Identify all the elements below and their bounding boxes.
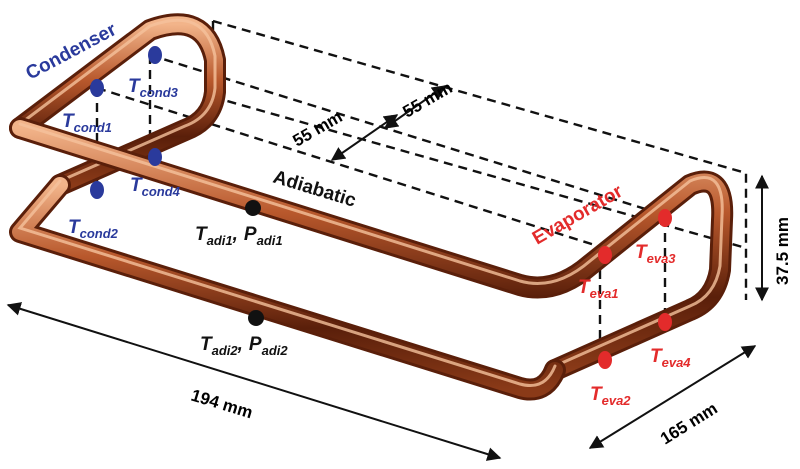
sensor-label-eva1: Teva1 <box>578 277 619 301</box>
sensor-dot-cond4 <box>148 148 162 166</box>
sensor-dot-adi2 <box>248 310 264 326</box>
sensor-label-adi2: Tadi2,Padi2 <box>200 334 288 358</box>
sensor-label-adi1: Tadi1,Padi1 <box>195 224 283 248</box>
sensor-label-cond3: Tcond3 <box>128 76 179 100</box>
sensor-dot-cond1 <box>90 79 104 97</box>
condenser-sensors: Tcond1 Tcond2 Tcond3 Tcond4 <box>62 46 181 241</box>
sensor-label-eva3: Teva3 <box>635 242 676 266</box>
adiabatic-sensors: Tadi1,Padi1 Tadi2,Padi2 <box>195 200 288 358</box>
dimension-guides <box>95 19 748 358</box>
dimension-arrows <box>6 85 769 461</box>
evaporator-sensors: Teva1 Teva2 Teva3 Teva4 <box>578 209 691 408</box>
spacing-label-right: 55 mm <box>400 78 456 121</box>
sensor-label-eva2: Teva2 <box>590 384 631 408</box>
width-label: 165 mm <box>657 399 721 449</box>
sensor-dot-cond3 <box>148 46 162 64</box>
lower-pipe-loop <box>9 174 566 401</box>
sensor-label-cond2: Tcond2 <box>68 217 119 241</box>
length-label: 194 mm <box>189 386 255 423</box>
sensor-dot-adi1 <box>245 200 261 216</box>
sensor-label-cond1: Tcond1 <box>62 111 112 135</box>
spacing-label-left: 55 mm <box>290 107 346 150</box>
sensor-dot-cond2 <box>90 181 104 199</box>
sensor-dot-eva4 <box>658 313 672 331</box>
spacing-arrow-right <box>383 85 447 129</box>
length-arrow <box>6 302 502 461</box>
height-label: 37.5 mm <box>773 217 792 285</box>
sensor-label-eva4: Teva4 <box>650 346 691 370</box>
width-arrow <box>588 345 757 449</box>
sensor-dot-eva3 <box>658 209 672 227</box>
upper-pipe-loop <box>9 13 734 381</box>
sensor-dot-eva1 <box>598 246 612 264</box>
sensor-dot-eva2 <box>598 351 612 369</box>
sensor-label-cond4: Tcond4 <box>130 175 181 199</box>
